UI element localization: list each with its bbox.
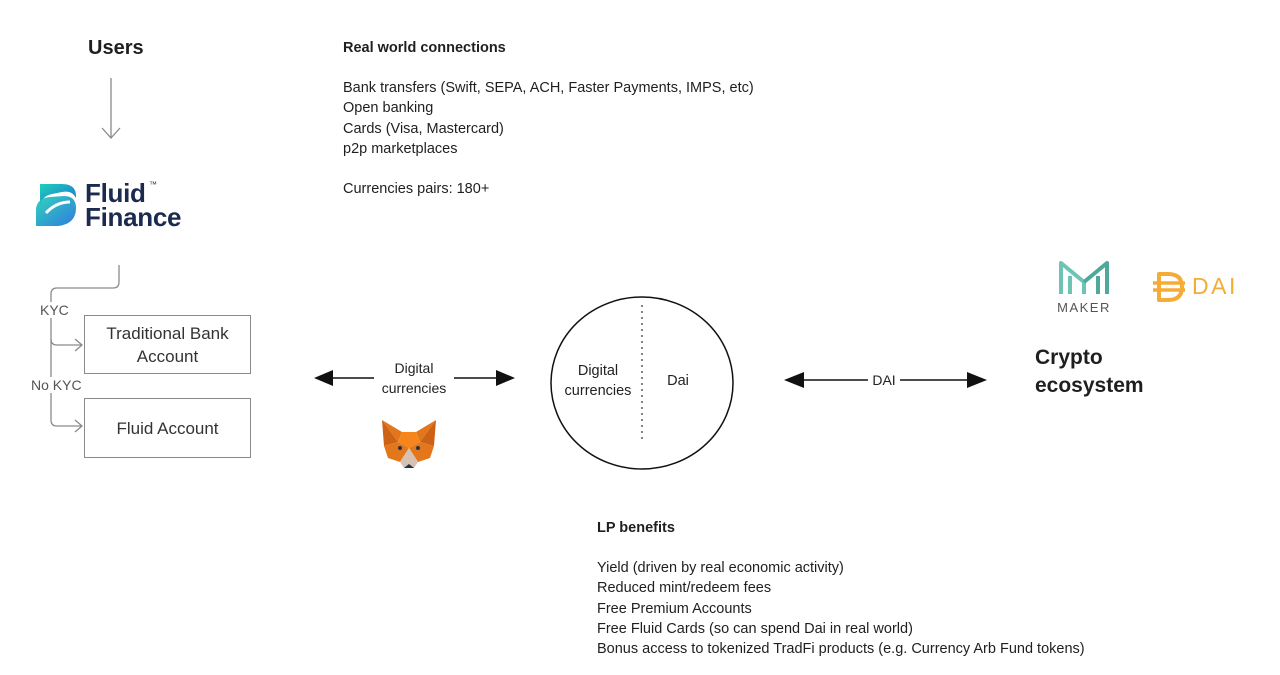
- lp-item: Free Premium Accounts: [597, 600, 752, 617]
- traditional-bank-account-box: Traditional Bank Account: [84, 315, 251, 374]
- fluid-account-box: Fluid Account: [84, 398, 251, 458]
- no-kyc-label: No KYC: [29, 377, 84, 393]
- lp-benefits: LP benefits Yield (driven by real econom…: [597, 518, 1085, 659]
- real-world-heading: Real world connections: [343, 40, 506, 56]
- kyc-label: KYC: [38, 302, 71, 318]
- lp-item: Yield (driven by real economic activity): [597, 560, 844, 577]
- fluid-logo-line1: Fluid: [85, 178, 146, 208]
- real-world-item: Cards (Visa, Mastercard): [343, 120, 504, 137]
- liquidity-pool-circle: [550, 296, 734, 470]
- real-world-item: Open banking: [343, 100, 434, 117]
- currency-pairs: Currencies pairs: 180+: [343, 181, 490, 198]
- pool-digital-currencies: Digital currencies: [560, 361, 636, 401]
- dai-arrow-label: DAI: [868, 370, 900, 390]
- dai-logo-text: DAI: [1192, 273, 1238, 299]
- dai-arrow: [784, 372, 987, 388]
- pool-left-line2: currencies: [564, 383, 632, 399]
- digital-currencies-arrow-label: Digital currencies: [374, 358, 454, 398]
- arrow-label-line1: Digital: [394, 360, 434, 376]
- digital-currencies-arrow: [314, 370, 515, 386]
- dai-logo-icon: [1153, 272, 1185, 302]
- dai-logo: DAI: [1152, 272, 1247, 302]
- lp-item: Bonus access to tokenized TradFi product…: [597, 641, 1085, 658]
- maker-logo-text: MAKER: [1057, 300, 1111, 315]
- fluid-logo-mark-icon: [36, 184, 76, 226]
- crypto-line2: ecosystem: [1035, 374, 1144, 397]
- users-down-arrow: [101, 78, 121, 139]
- real-world-connections: Real world connections Bank transfers (S…: [343, 38, 754, 199]
- real-world-item: Bank transfers (Swift, SEPA, ACH, Faster…: [343, 80, 754, 97]
- real-world-item: p2p marketplaces: [343, 140, 458, 157]
- metamask-fox-icon: [382, 420, 436, 468]
- fluid-logo-line2: Finance: [85, 202, 182, 232]
- maker-logo-icon: [1059, 261, 1109, 294]
- users-title: Users: [88, 37, 144, 59]
- branch-connector: [50, 265, 120, 433]
- pool-left-line1: Digital: [577, 363, 619, 379]
- fluid-account-label: Fluid Account: [116, 418, 219, 438]
- lp-item: Free Fluid Cards (so can spend Dai in re…: [597, 620, 913, 637]
- pool-dai: Dai: [667, 373, 689, 389]
- lp-heading: LP benefits: [597, 520, 675, 536]
- crypto-line1: Crypto: [1035, 346, 1103, 369]
- arrow-label-line2: currencies: [381, 380, 447, 396]
- lp-item: Reduced mint/redeem fees: [597, 580, 772, 597]
- fluid-logo-trademark: ™: [149, 180, 157, 189]
- maker-logo: MAKER: [1040, 258, 1128, 320]
- fluid-finance-logo: Fluid ™ Finance: [32, 178, 202, 232]
- crypto-ecosystem-label: Crypto ecosystem: [1035, 344, 1144, 400]
- traditional-bank-account-label: Traditional Bank Account: [106, 323, 229, 366]
